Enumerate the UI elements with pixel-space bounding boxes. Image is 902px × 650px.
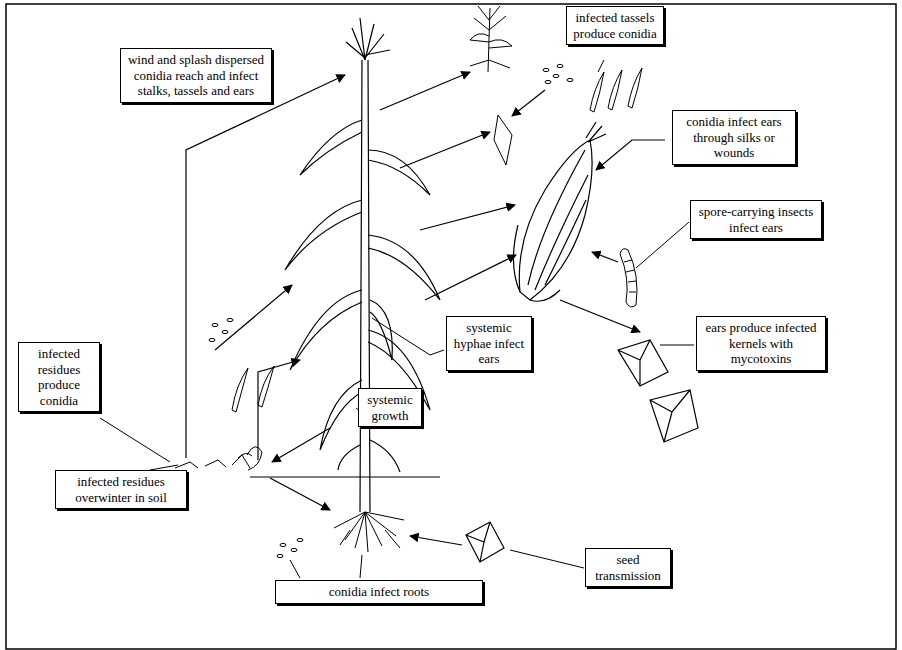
cycle-arrows-part xyxy=(270,478,330,510)
insect-larva xyxy=(620,249,637,307)
cycle-arrows-part xyxy=(425,255,516,300)
callout-box: infected tassels produce conidia xyxy=(566,6,664,45)
cycle-arrows xyxy=(186,72,665,545)
maize-plant-part xyxy=(370,300,392,360)
ground-line xyxy=(250,477,440,478)
maize-plant-part xyxy=(290,290,362,370)
leader-lines-part xyxy=(598,60,604,72)
leader-lines-part xyxy=(372,318,444,355)
maize-plant-part xyxy=(338,440,400,472)
maize-plant-part xyxy=(368,235,440,300)
kernels-part xyxy=(466,522,504,562)
callout-box: systemic hyphae infect ears xyxy=(446,316,532,371)
frame-part xyxy=(6,4,896,649)
infected-ear-part xyxy=(586,122,606,142)
leader-lines xyxy=(100,60,694,578)
callout-text: wind and splash dispersed conidia reach … xyxy=(126,52,266,99)
callout-text: conidia infect ears through silks or wou… xyxy=(678,114,790,161)
maize-plant-part xyxy=(320,380,362,450)
crop-residues xyxy=(175,447,262,470)
leader-lines-part xyxy=(100,418,170,462)
maize-plant-part xyxy=(346,18,390,60)
callout-text: spore-carrying insects infect ears xyxy=(696,204,816,235)
conidia-part xyxy=(232,368,248,412)
conidia-part xyxy=(608,70,622,110)
maize-plant-part xyxy=(300,120,362,175)
cycle-arrows-part xyxy=(186,75,345,458)
conidia-part xyxy=(567,78,573,81)
cycle-arrows-part xyxy=(596,140,665,170)
frame xyxy=(6,4,896,649)
conidia xyxy=(209,64,642,557)
cycle-arrows-part xyxy=(215,285,292,350)
conidia-part xyxy=(212,323,218,326)
conidia-part xyxy=(543,68,549,71)
leader-lines-part xyxy=(636,222,689,268)
leader-lines-part xyxy=(510,550,584,568)
conidia-part xyxy=(227,318,233,321)
kernels-part xyxy=(618,340,668,386)
callout-box: systemic growth xyxy=(358,388,422,427)
conidia-part xyxy=(628,68,642,108)
conidia-part xyxy=(553,74,559,77)
cycle-arrows-part xyxy=(420,205,515,230)
cycle-arrows-part xyxy=(592,252,618,262)
callout-box: seed transmission xyxy=(585,548,671,587)
maize-plant-part xyxy=(285,200,362,270)
conidia-part xyxy=(557,64,563,67)
cycle-arrows-part xyxy=(380,72,470,110)
ground-line-part xyxy=(250,476,440,477)
insect-larva-part xyxy=(624,260,636,292)
conidia-part xyxy=(277,554,283,557)
callout-text: seed transmission xyxy=(591,552,665,583)
callout-text: infected residues produce conidia xyxy=(24,346,94,408)
infected-ear-part xyxy=(528,150,588,290)
cycle-arrows-part xyxy=(410,536,462,545)
kernels xyxy=(466,340,698,562)
callout-box: conidia infect roots xyxy=(275,580,483,604)
small-tassel-plant xyxy=(470,6,512,72)
infected-ear-part xyxy=(513,225,560,301)
conidia-part xyxy=(590,72,604,112)
maize-plant-part xyxy=(368,150,430,195)
conidia-part xyxy=(291,548,297,551)
callout-box: infected residues produce conidia xyxy=(18,342,100,412)
cycle-arrows-part xyxy=(272,428,330,462)
conidia-part xyxy=(222,330,228,333)
maize-plant-part xyxy=(360,60,370,512)
infected-ear-part xyxy=(519,140,592,300)
callout-text: systemic hyphae infect ears xyxy=(452,320,526,367)
roots xyxy=(334,512,404,552)
conidia-part xyxy=(545,80,551,83)
cycle-arrows-part xyxy=(560,300,640,332)
kernels-part xyxy=(650,390,698,442)
insect-larva-part xyxy=(620,249,637,307)
infected-ear xyxy=(513,122,606,301)
cycle-arrows-part xyxy=(512,90,545,116)
roots-part xyxy=(334,512,404,552)
callout-box: infected residues overwinter in soil xyxy=(55,470,187,509)
conidia-part xyxy=(297,538,303,541)
callout-text: ears produce infected kernels with mycot… xyxy=(702,320,820,367)
callout-text: infected tassels produce conidia xyxy=(572,10,658,41)
callout-text: conidia infect roots xyxy=(281,584,477,600)
callout-box: conidia infect ears through silks or wou… xyxy=(672,110,796,165)
infected-leaf-piece-part xyxy=(494,115,512,165)
conidia-part xyxy=(258,366,274,407)
leader-lines-part xyxy=(290,555,362,578)
crop-residues-part xyxy=(247,447,262,470)
conidia-part xyxy=(280,543,286,546)
conidia-part xyxy=(209,338,215,341)
infected-leaf-piece xyxy=(494,115,512,165)
leader-lines-part xyxy=(660,345,694,346)
callout-box: wind and splash dispersed conidia reach … xyxy=(120,48,272,103)
callout-box: ears produce infected kernels with mycot… xyxy=(696,316,826,371)
callout-text: systemic growth xyxy=(364,392,416,423)
small-tassel-plant-part xyxy=(470,6,512,72)
cycle-arrows-part xyxy=(258,360,300,460)
callout-box: spore-carrying insects infect ears xyxy=(690,200,822,239)
cycle-arrows-part xyxy=(400,132,490,168)
callout-text: infected residues overwinter in soil xyxy=(61,474,181,505)
